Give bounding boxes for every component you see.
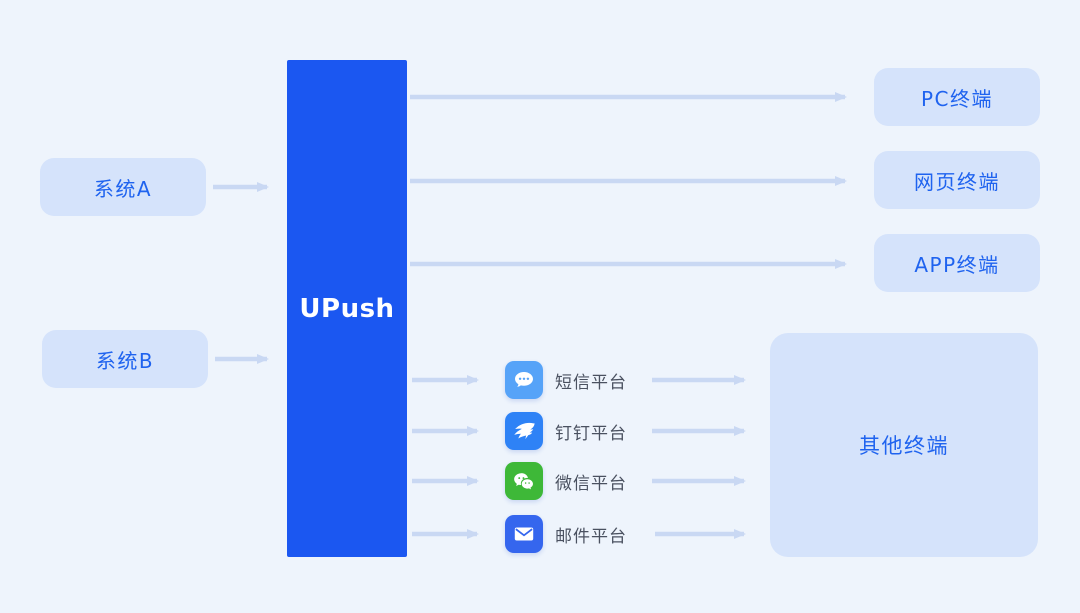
dingtalk-icon <box>505 412 543 450</box>
node-system-b-label: 系统B <box>95 348 155 373</box>
node-system-b: 系统B <box>42 330 208 388</box>
node-terminal-app-label: APP终端 <box>914 252 1000 277</box>
node-terminal-other: 其他终端 <box>770 333 1038 557</box>
platform-wechat-label: 微信平台 <box>555 473 627 494</box>
node-terminal-app: APP终端 <box>874 234 1040 292</box>
node-terminal-pc-label: PC终端 <box>920 86 994 111</box>
wechat-icon <box>505 462 543 500</box>
node-upush-hub: UPush <box>287 60 407 557</box>
platform-sms: 短信平台 <box>505 361 627 399</box>
platform-mail: 邮件平台 <box>505 515 627 553</box>
node-upush-label: UPush <box>299 293 395 324</box>
mail-icon <box>505 515 543 553</box>
node-terminal-web: 网页终端 <box>874 151 1040 209</box>
node-system-a: 系统A <box>40 158 206 216</box>
node-system-a-label: 系统A <box>93 176 153 201</box>
platform-sms-label: 短信平台 <box>555 372 627 393</box>
platform-dingtalk: 钉钉平台 <box>505 412 627 450</box>
node-terminal-pc: PC终端 <box>874 68 1040 126</box>
platform-mail-label: 邮件平台 <box>555 526 627 547</box>
node-terminal-other-label: 其他终端 <box>859 434 949 458</box>
sms-icon <box>505 361 543 399</box>
platform-dingtalk-label: 钉钉平台 <box>555 423 627 444</box>
platform-wechat: 微信平台 <box>505 462 627 500</box>
node-terminal-web-label: 网页终端 <box>914 169 1000 194</box>
